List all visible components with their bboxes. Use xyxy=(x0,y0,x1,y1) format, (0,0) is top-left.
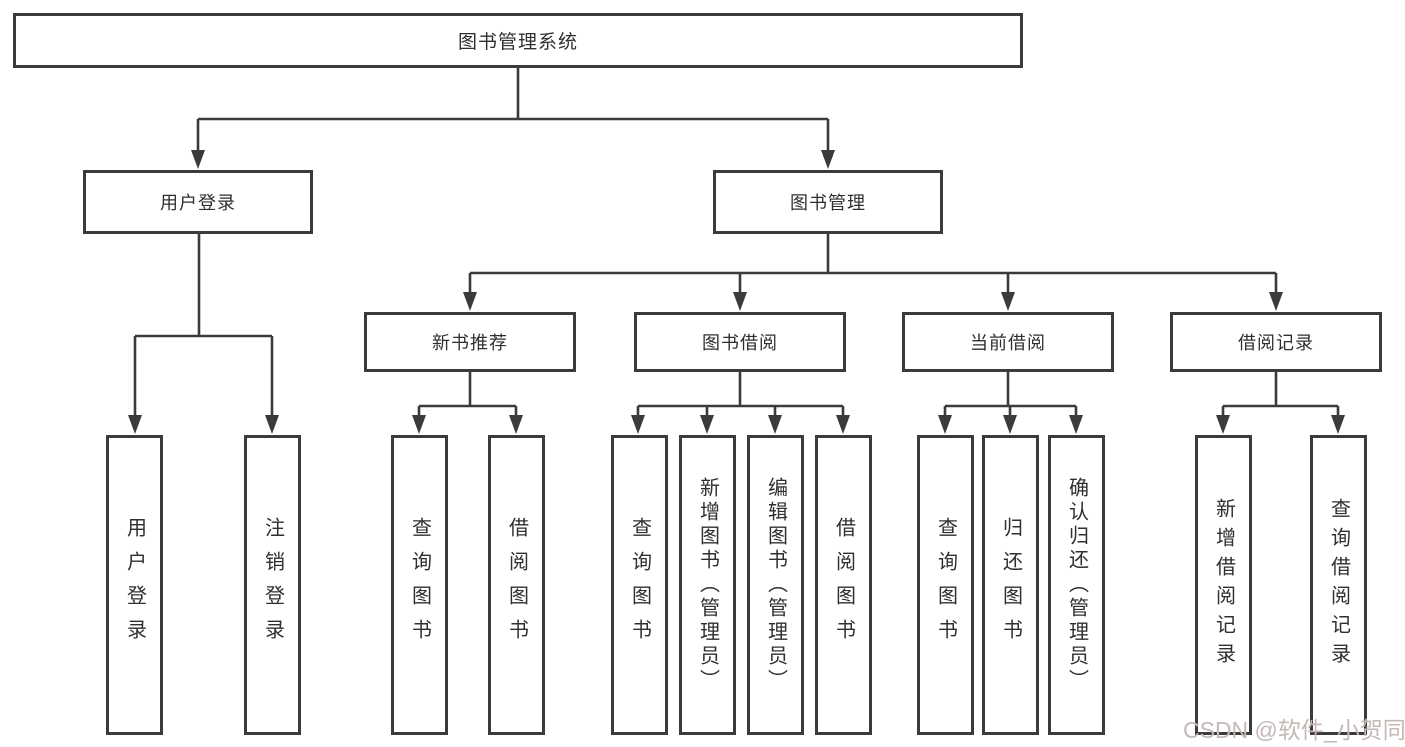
leaf-borrow-books-2-label: 借阅图书 xyxy=(832,517,855,653)
node-book-borrow-label: 图书借阅 xyxy=(702,333,778,353)
leaf-query-books-1-label: 查询图书 xyxy=(408,517,431,653)
leaf-edit-books-admin: 编辑图书（管理员） xyxy=(747,435,804,735)
leaf-query-borrow-record: 查询借阅记录 xyxy=(1310,435,1367,735)
leaf-add-borrow-record: 新增借阅记录 xyxy=(1195,435,1252,735)
node-new-book-recommend-label: 新书推荐 xyxy=(432,333,508,353)
connector-lines xyxy=(133,68,1340,420)
leaf-return-books: 归还图书 xyxy=(982,435,1039,735)
node-current-borrow-label: 当前借阅 xyxy=(970,333,1046,353)
leaf-add-borrow-record-label: 新增借阅记录 xyxy=(1212,498,1235,672)
node-root-label: 图书管理系统 xyxy=(457,32,578,53)
leaf-query-books-3-label: 查询图书 xyxy=(934,517,957,653)
leaf-query-borrow-record-label: 查询借阅记录 xyxy=(1327,498,1350,672)
arrowheads xyxy=(128,150,1345,434)
leaf-user-login: 用户登录 xyxy=(106,435,163,735)
leaf-query-books-3: 查询图书 xyxy=(917,435,974,735)
node-book-management: 图书管理 xyxy=(713,170,943,234)
node-borrow-records: 借阅记录 xyxy=(1170,312,1382,372)
leaf-confirm-return-admin-label: 确认归还（管理员） xyxy=(1065,477,1088,693)
csdn-watermark: CSDN @软件_小贺同学 xyxy=(1183,717,1405,743)
leaf-confirm-return-admin: 确认归还（管理员） xyxy=(1048,435,1105,735)
node-user-login: 用户登录 xyxy=(83,170,313,234)
leaf-logout: 注销登录 xyxy=(244,435,301,735)
leaf-add-books-admin: 新增图书（管理员） xyxy=(679,435,736,735)
leaf-query-books-2-label: 查询图书 xyxy=(628,517,651,653)
leaf-borrow-books-1-label: 借阅图书 xyxy=(505,517,528,653)
node-book-management-label: 图书管理 xyxy=(790,193,866,213)
leaf-borrow-books-1: 借阅图书 xyxy=(488,435,545,735)
leaf-query-books-1: 查询图书 xyxy=(391,435,448,735)
leaf-user-login-label: 用户登录 xyxy=(123,517,146,653)
leaf-edit-books-admin-label: 编辑图书（管理员） xyxy=(764,477,787,693)
leaf-query-books-2: 查询图书 xyxy=(611,435,668,735)
node-new-book-recommend: 新书推荐 xyxy=(364,312,576,372)
node-root-system: 图书管理系统 xyxy=(13,13,1023,68)
node-current-borrow: 当前借阅 xyxy=(902,312,1114,372)
node-borrow-records-label: 借阅记录 xyxy=(1238,333,1314,353)
leaf-borrow-books-2: 借阅图书 xyxy=(815,435,872,735)
leaf-add-books-admin-label: 新增图书（管理员） xyxy=(696,477,719,693)
leaf-logout-label: 注销登录 xyxy=(261,517,284,653)
node-user-login-label: 用户登录 xyxy=(160,193,236,213)
node-book-borrow: 图书借阅 xyxy=(634,312,846,372)
leaf-return-books-label: 归还图书 xyxy=(999,517,1022,653)
